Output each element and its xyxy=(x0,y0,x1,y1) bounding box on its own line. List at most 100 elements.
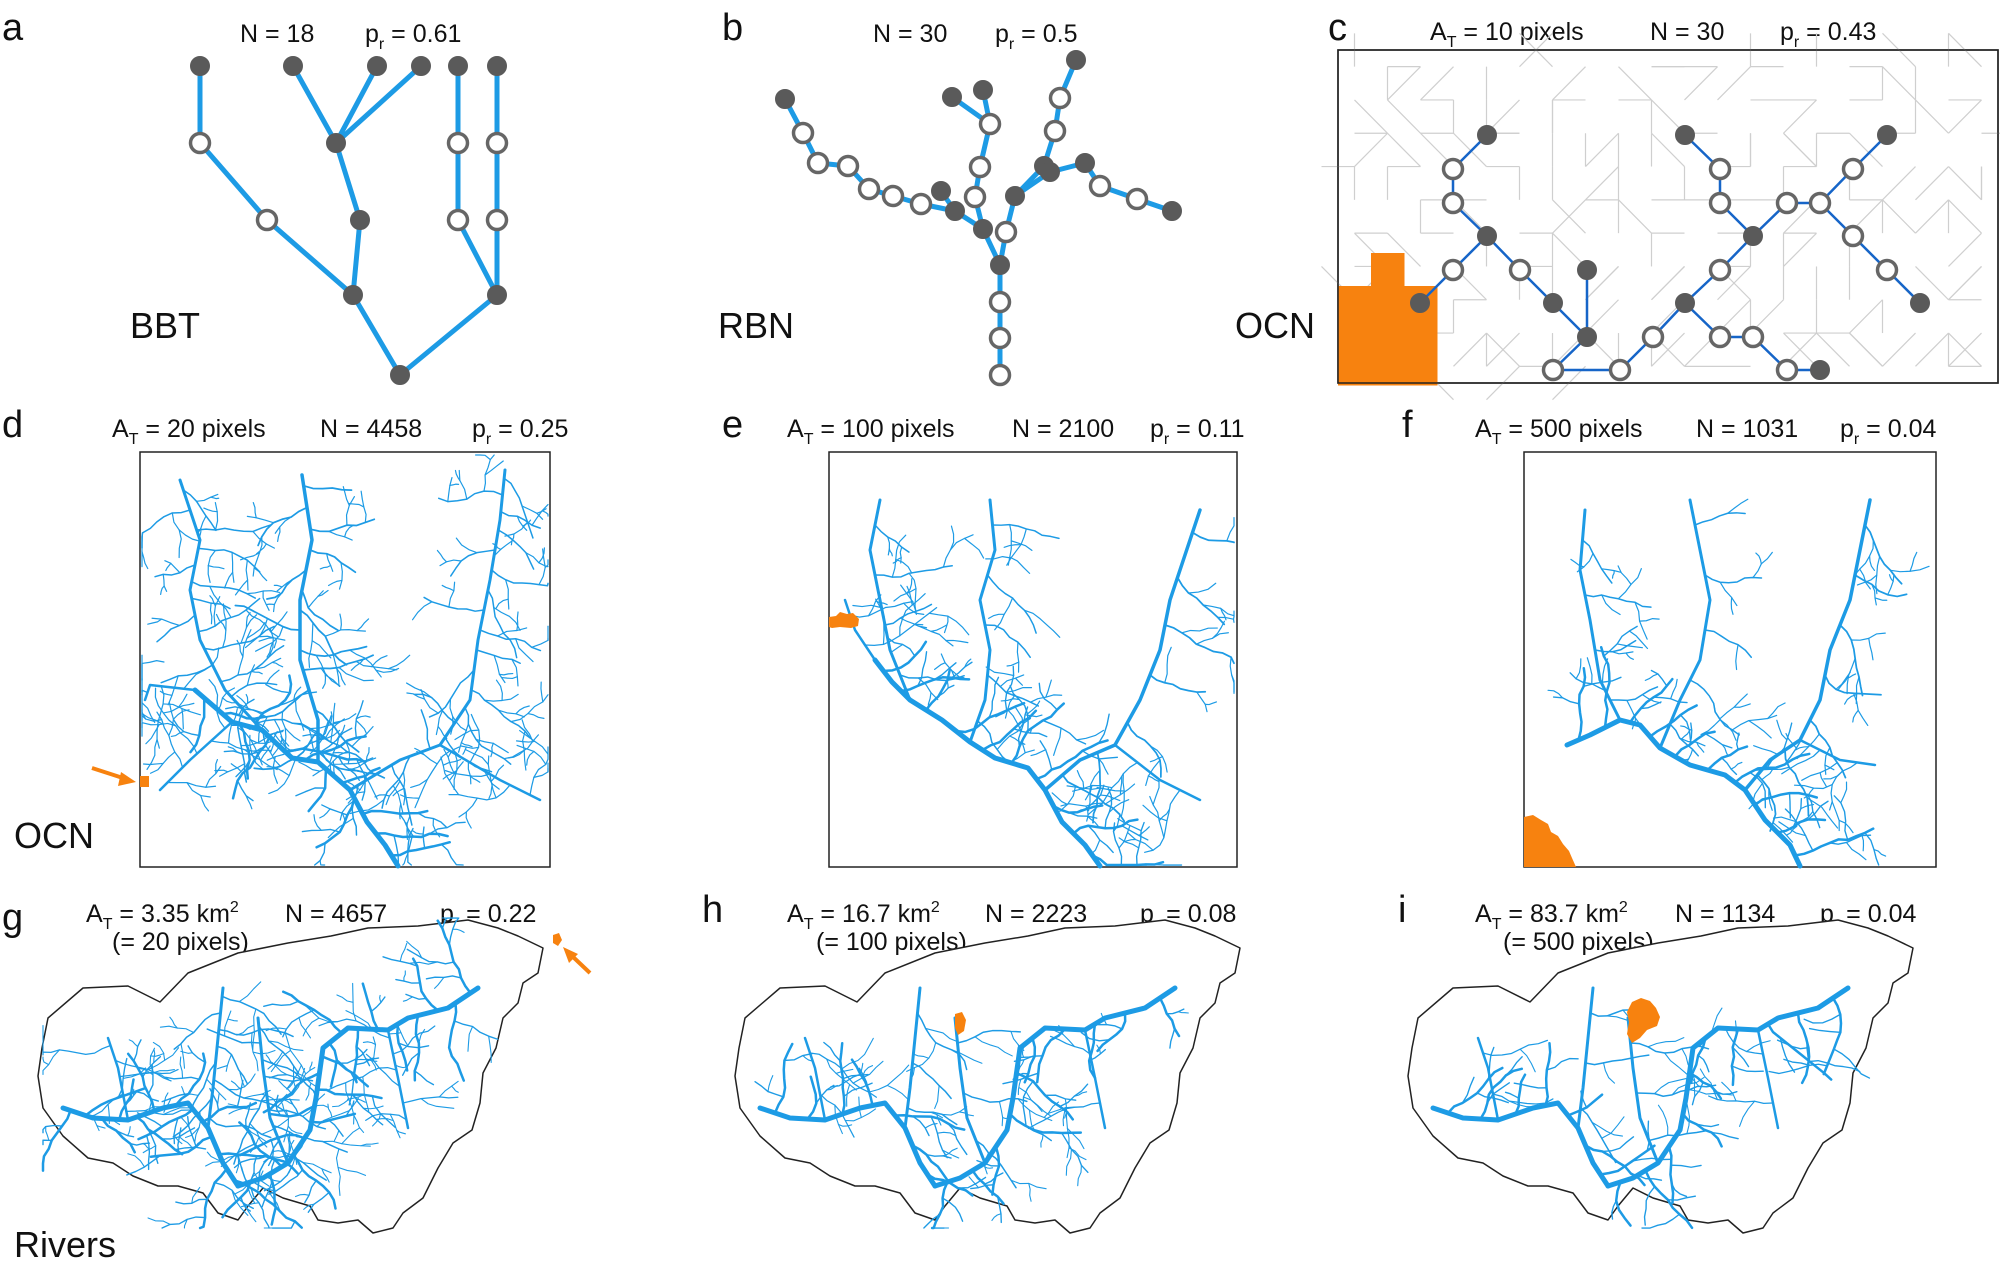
river-tributary xyxy=(1854,574,1908,598)
panel-d: d AT = 20 pixels N = 4458 pr = 0.25 OCN xyxy=(2,404,568,869)
flow-direction-line xyxy=(1915,166,1949,201)
river-tributary xyxy=(1772,822,1794,843)
flow-direction-line xyxy=(1486,332,1520,367)
river-tributary xyxy=(250,1187,270,1229)
river-tributary xyxy=(174,1146,207,1151)
river-tributary xyxy=(370,996,386,1013)
river-tributary xyxy=(475,649,521,664)
river-tributary xyxy=(282,1009,315,1038)
river-tributary xyxy=(436,919,472,995)
river-tributary xyxy=(292,1065,297,1089)
flow-direction-line xyxy=(1585,266,1619,301)
river-tributary xyxy=(448,581,456,608)
river-tributary xyxy=(1828,761,1859,811)
river-tributary xyxy=(233,1092,268,1165)
river-tributary xyxy=(438,1080,459,1098)
contributing-area-cell xyxy=(1338,286,1372,320)
river-tributary xyxy=(265,603,276,606)
river-tributary xyxy=(864,607,938,647)
river-tributary xyxy=(337,1166,367,1176)
river-tributary xyxy=(1776,719,1788,741)
river-tributary xyxy=(1680,725,1693,731)
river-tributary xyxy=(395,978,421,984)
river-tributary xyxy=(1859,568,1871,590)
open-node xyxy=(1441,157,1465,181)
river-tributary xyxy=(1112,813,1121,833)
river-tributary xyxy=(862,1065,874,1076)
river-tributary xyxy=(162,1107,190,1116)
open-node xyxy=(1708,325,1732,349)
river-tributary xyxy=(439,559,462,567)
river-tributary xyxy=(1853,539,1874,576)
river-tributary xyxy=(1831,801,1840,832)
river-tributary xyxy=(515,705,530,715)
river-tributary xyxy=(141,551,149,570)
river-tributary xyxy=(1127,832,1154,851)
river-tributary xyxy=(1096,1011,1127,1053)
river-tributary xyxy=(1638,618,1660,622)
river-tributary xyxy=(1026,700,1041,715)
river-tributary xyxy=(1670,678,1678,700)
river-tributary xyxy=(345,1082,355,1125)
river-tributary xyxy=(1040,1134,1044,1148)
filled-node xyxy=(1040,162,1060,182)
open-node xyxy=(1841,157,1865,181)
river-tributary xyxy=(956,1029,1022,1044)
river-tributary xyxy=(265,1054,275,1065)
river-tributary xyxy=(495,679,503,702)
filled-node xyxy=(1410,293,1430,313)
river-tributary xyxy=(327,579,343,587)
river-tributary xyxy=(252,536,263,577)
river-tributary xyxy=(1004,665,1015,712)
river-tributary xyxy=(227,1018,238,1022)
river-tributary xyxy=(1695,1123,1720,1128)
river-tributary xyxy=(447,476,453,503)
river-tributary xyxy=(347,757,377,771)
open-node xyxy=(1441,191,1465,215)
filled-node xyxy=(1577,260,1597,280)
river-tributary xyxy=(375,667,400,673)
river-tributary xyxy=(274,516,292,534)
river-main-stem xyxy=(106,1036,130,1122)
river-tributary xyxy=(1720,757,1738,776)
river-tributary xyxy=(151,617,181,626)
river-tributary xyxy=(257,1139,280,1191)
contributing-area-cell xyxy=(1404,319,1438,353)
river-tributary xyxy=(385,780,401,806)
river-tributary xyxy=(1766,1022,1833,1081)
river-tributary xyxy=(206,1028,262,1044)
filled-node xyxy=(1910,293,1930,313)
river-tributary xyxy=(371,1113,382,1127)
filled-node xyxy=(973,80,993,100)
river-tributary xyxy=(1731,1065,1764,1073)
river-tributary xyxy=(1887,573,1895,596)
river-tributary xyxy=(1023,609,1061,638)
river-tributary xyxy=(1035,1027,1067,1084)
river-tributary xyxy=(930,1115,948,1159)
river-tributary xyxy=(399,942,408,962)
river-tributary xyxy=(815,1084,835,1104)
river-tributary xyxy=(277,526,281,543)
panel-i: i AT = 83.7 km2 (= 500 pixels) N = 1134 … xyxy=(1398,889,1916,1234)
river-tributary xyxy=(1727,498,1749,514)
river-tributary xyxy=(209,602,213,625)
river-tributary xyxy=(1861,834,1865,852)
flow-direction-line xyxy=(1915,266,1949,301)
river-tributary xyxy=(268,1040,304,1052)
flow-direction-line xyxy=(1717,66,1751,101)
river-main-stem xyxy=(1564,717,1803,869)
flow-direction-line xyxy=(1948,232,1982,267)
river-tributary xyxy=(465,749,489,766)
river-tributary xyxy=(1023,1036,1037,1084)
flow-direction-line xyxy=(1948,166,1982,201)
river-tributary xyxy=(985,556,1012,560)
river-tributary xyxy=(257,716,268,744)
river-tributary xyxy=(165,562,172,572)
river-tributary xyxy=(1601,594,1621,616)
river-tributary xyxy=(1768,1065,1809,1075)
river-tributary xyxy=(458,469,468,500)
river-tributary xyxy=(1120,773,1125,818)
river-tributary xyxy=(1599,1144,1656,1176)
river-tributary xyxy=(510,533,515,546)
panel-d-frame xyxy=(139,451,551,868)
